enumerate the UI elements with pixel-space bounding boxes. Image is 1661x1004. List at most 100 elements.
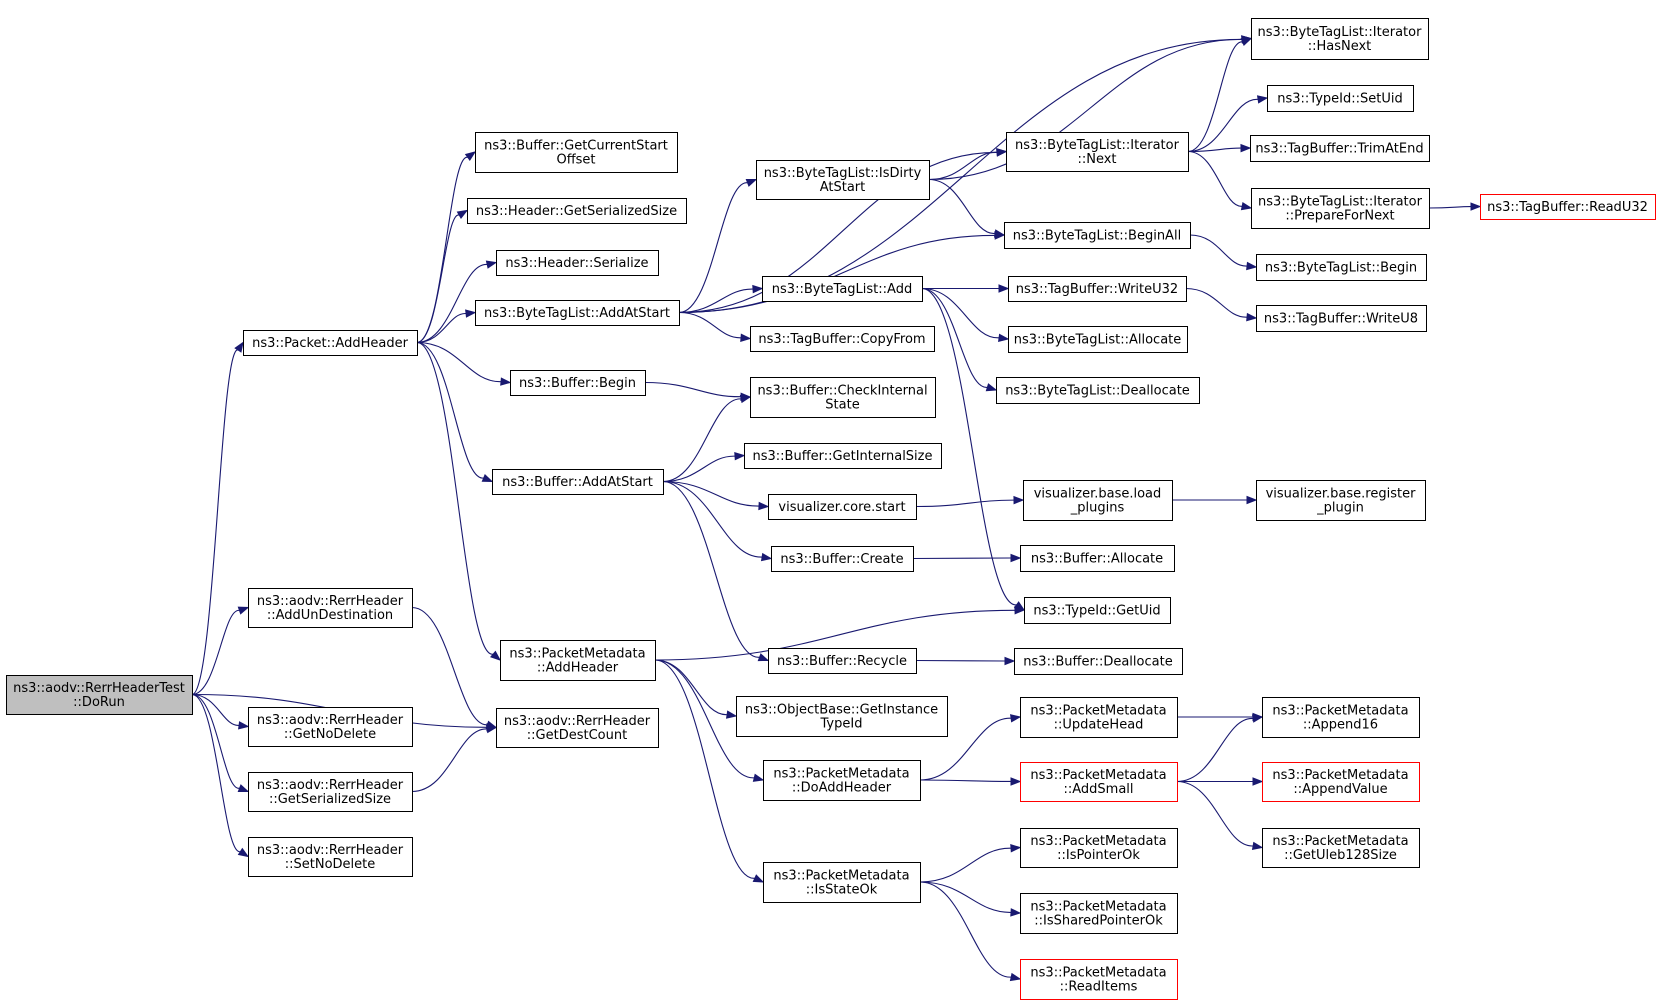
node-box: [1262, 828, 1420, 868]
edge-line: [654, 659, 755, 779]
node-btl-allocate[interactable]: ns3::ByteTagList::Allocate: [1008, 326, 1188, 353]
edge-btl_isdirtyatstart-to-btl_beginall: [928, 178, 1006, 238]
node-box: [1267, 85, 1414, 112]
edge-pm_addheader-to-pm_doaddheader: [654, 659, 765, 782]
edge-buffer_addatstart-to-buffer_checkinternalstate: [662, 394, 752, 483]
node-btl-add[interactable]: ns3::ByteTagList::Add: [762, 276, 923, 302]
node-btl-iter-next[interactable]: ns3::ByteTagList::Iterator::Next: [1006, 132, 1189, 172]
node-pm-updatehead[interactable]: ns3::PacketMetadata::UpdateHead: [1020, 697, 1178, 738]
node-vis-core-start[interactable]: visualizer.core.start: [768, 494, 917, 520]
node-header-getserializedsize[interactable]: ns3::Header::GetSerializedSize: [467, 198, 687, 224]
node-buffer-getinternalsize[interactable]: ns3::Buffer::GetInternalSize: [744, 443, 942, 469]
node-btl-deallocate[interactable]: ns3::ByteTagList::Deallocate: [996, 377, 1200, 404]
node-box: [762, 276, 923, 302]
node-buffer-deallocate[interactable]: ns3::Buffer::Deallocate: [1014, 648, 1183, 675]
edge-pm_addheader-to-typeid_getuid: [654, 606, 1026, 661]
node-typeid-setuid[interactable]: ns3::TypeId::SetUid: [1267, 85, 1414, 112]
node-label: Offset: [556, 153, 595, 168]
node-tagbuffer-writeu32[interactable]: ns3::TagBuffer::WriteU32: [1008, 276, 1187, 302]
node-rerr-getdestcount[interactable]: ns3::aodv::RerrHeader::GetDestCount: [496, 708, 659, 748]
arrowhead-icon: [752, 284, 764, 294]
arrowhead-icon: [985, 383, 998, 392]
node-pm-append16[interactable]: ns3::PacketMetadata::Append16: [1262, 697, 1420, 738]
node-header-serialize[interactable]: ns3::Header::Serialize: [496, 250, 659, 276]
node-btl-beginall[interactable]: ns3::ByteTagList::BeginAll: [1004, 222, 1191, 249]
node-box: [248, 772, 413, 812]
node-buffer-allocate[interactable]: ns3::Buffer::Allocate: [1020, 545, 1175, 572]
node-typeid-getuid[interactable]: ns3::TypeId::GetUid: [1024, 597, 1171, 624]
arrowhead-icon: [745, 178, 758, 187]
node-label: ns3::ObjectBase::GetInstance: [745, 703, 938, 718]
node-pm-issharedpointerok[interactable]: ns3::PacketMetadata::IsSharedPointerOk: [1020, 893, 1178, 934]
node-pm-isstateok[interactable]: ns3::PacketMetadata::IsStateOk: [763, 862, 921, 903]
node-box: [6, 675, 193, 715]
node-vis-base-loadplugins[interactable]: visualizer.base.load_plugins: [1023, 480, 1173, 521]
node-pm-getuleb128size[interactable]: ns3::PacketMetadata::GetUleb128Size: [1262, 828, 1420, 868]
edge-pm_updatehead-to-pm_append16: [1176, 712, 1264, 722]
node-rerr-setnodelete[interactable]: ns3::aodv::RerrHeader::SetNoDelete: [248, 837, 413, 877]
node-pm-addsmall[interactable]: ns3::PacketMetadata::AddSmall: [1020, 762, 1178, 802]
node-rerr-getnodelete[interactable]: ns3::aodv::RerrHeader::GetNoDelete: [248, 707, 413, 747]
edge-packet_addheader-to-buffer_begin: [416, 341, 512, 386]
node-box: [756, 160, 930, 200]
node-dorun[interactable]: ns3::aodv::RerrHeaderTest::DoRun: [6, 675, 193, 715]
edge-btl_isdirtyatstart-to-btl_iter_next: [928, 148, 1008, 181]
edge-btl_addatstart-to-btl_add: [678, 284, 764, 314]
edge-line: [1187, 147, 1242, 153]
node-label: ns3::PacketMetadata: [1030, 704, 1166, 719]
node-tagbuffer-copyfrom[interactable]: ns3::TagBuffer::CopyFrom: [750, 326, 935, 352]
node-pm-appendvalue[interactable]: ns3::PacketMetadata::AppendValue: [1262, 762, 1420, 802]
edge-dorun-to-rerr_getnodelete: [191, 693, 250, 730]
node-label: ns3::TagBuffer::WriteU8: [1264, 312, 1418, 327]
node-tagbuffer-writeu8[interactable]: ns3::TagBuffer::WriteU8: [1256, 305, 1427, 332]
node-rerr-addundest[interactable]: ns3::aodv::RerrHeader::AddUnDestination: [248, 588, 413, 628]
node-vis-base-registerplugin[interactable]: visualizer.base.register_plugin: [1256, 480, 1426, 521]
node-label: ns3::Buffer::Begin: [519, 376, 636, 391]
node-buffer-addatstart[interactable]: ns3::Buffer::AddAtStart: [492, 469, 664, 495]
arrowhead-icon: [456, 209, 469, 219]
node-box: [1020, 959, 1178, 1000]
node-box: [475, 300, 680, 326]
node-btl-iter-prepfornext[interactable]: ns3::ByteTagList::Iterator::PrepareForNe…: [1251, 188, 1430, 229]
node-buffer-create[interactable]: ns3::Buffer::Create: [771, 546, 914, 572]
node-box: [1262, 697, 1420, 738]
node-label: ns3::aodv::RerrHeader: [257, 778, 404, 793]
edge-line: [1187, 98, 1259, 153]
edge-line: [416, 341, 484, 479]
node-btl-iter-hasnext[interactable]: ns3::ByteTagList::Iterator::HasNext: [1251, 18, 1429, 60]
node-label: ns3::ByteTagList::Allocate: [1014, 333, 1182, 348]
edge-line: [1176, 717, 1254, 783]
node-label: ns3::PacketMetadata: [1272, 704, 1408, 719]
edge-line: [919, 717, 1012, 781]
edge-btl_iter_next-to-tagbuffer_trimatend: [1187, 143, 1252, 153]
edge-btl_iter_next-to-typeid_setuid: [1187, 95, 1269, 153]
node-buffer-begin[interactable]: ns3::Buffer::Begin: [510, 370, 646, 396]
node-box: [496, 250, 659, 276]
node-packet-addheader[interactable]: ns3::Packet::AddHeader: [243, 330, 418, 356]
node-buffer-recycle[interactable]: ns3::Buffer::Recycle: [768, 648, 917, 674]
arrowhead-icon: [752, 874, 765, 883]
node-tagbuffer-readu32[interactable]: ns3::TagBuffer::ReadU32: [1480, 194, 1656, 220]
node-btl-begin[interactable]: ns3::ByteTagList::Begin: [1256, 254, 1427, 281]
node-label: ns3::Buffer::GetInternalSize: [753, 449, 933, 464]
node-pm-ispointerok[interactable]: ns3::PacketMetadata::IsPointerOk: [1020, 828, 1178, 868]
node-tagbuffer-trimatend[interactable]: ns3::TagBuffer::TrimAtEnd: [1250, 135, 1430, 162]
arrowhead-icon: [481, 473, 494, 483]
node-pm-doaddheader[interactable]: ns3::PacketMetadata::DoAddHeader: [763, 760, 921, 801]
node-btl-addatstart[interactable]: ns3::ByteTagList::AddAtStart: [475, 300, 680, 326]
node-box: [1014, 648, 1183, 675]
node-rerr-getserializedsize[interactable]: ns3::aodv::RerrHeader::GetSerializedSize: [248, 772, 413, 812]
node-pm-readitems[interactable]: ns3::PacketMetadata::ReadItems: [1020, 959, 1178, 1000]
arrowhead-icon: [1251, 714, 1264, 723]
edge-line: [662, 480, 760, 658]
node-box: [467, 198, 687, 224]
node-label: ns3::TagBuffer::WriteU32: [1016, 282, 1178, 297]
node-label: ::IsPointerOk: [1057, 848, 1140, 863]
node-pm-addheader[interactable]: ns3::PacketMetadata::AddHeader: [500, 640, 656, 681]
node-box: [1020, 545, 1175, 572]
